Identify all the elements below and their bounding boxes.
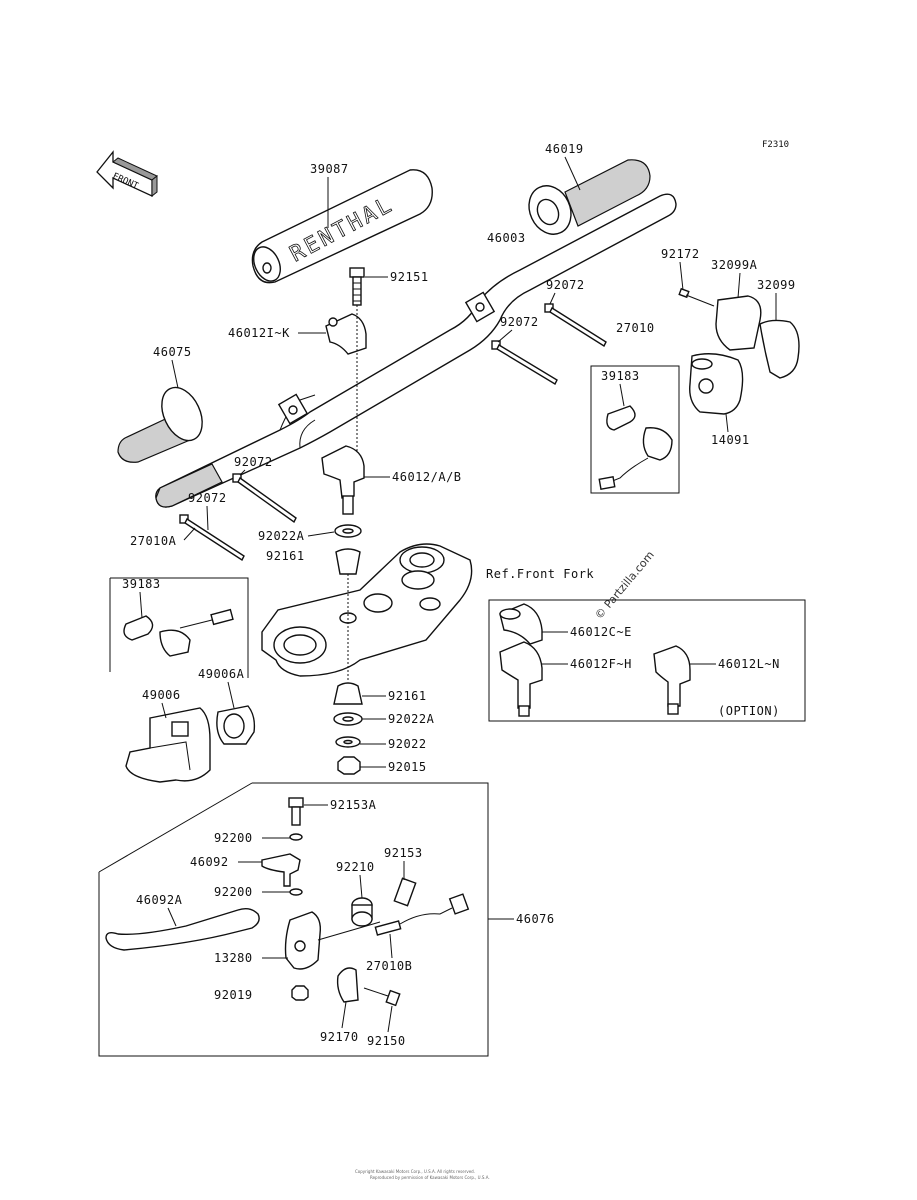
label-92150: 92150: [367, 1034, 406, 1048]
label-39183-upper: 39183: [601, 369, 640, 383]
label-46003: 46003: [487, 231, 526, 245]
label-92022A-upper: 92022A: [258, 529, 305, 543]
label-92172: 92172: [661, 247, 700, 261]
switch-housing: [678, 287, 800, 415]
label-92022: 92022: [388, 737, 427, 751]
label-92161-upper: 92161: [266, 549, 305, 563]
label-27010: 27010: [616, 321, 655, 335]
throttle-grip: [528, 159, 651, 235]
switch-box-upper: [590, 365, 680, 494]
nut-92015: [337, 756, 361, 775]
cable-tie-left-b: [179, 514, 245, 562]
label-92200-upper: 92200: [214, 831, 253, 845]
label-92072-left-b: 92072: [188, 491, 227, 505]
handlebar-pad: RENTHAL: [251, 169, 433, 284]
rubber-92161-lower: [333, 682, 363, 705]
washer-92200-lower: [289, 888, 303, 896]
label-27010B: 27010B: [366, 959, 412, 973]
kill-switch-left: [123, 608, 234, 657]
label-27010A: 27010A: [130, 534, 177, 548]
label-32099A: 32099A: [711, 258, 758, 272]
ref-front-fork: Ref.Front Fork: [486, 567, 594, 581]
bolt-92153A: [288, 797, 304, 826]
throttle-housing-49006: [125, 707, 211, 783]
label-92072-upper: 92072: [546, 278, 585, 292]
label-92022A-lower: 92022A: [388, 712, 435, 726]
label-46076: 46076: [516, 912, 555, 926]
label-92161-lower: 92161: [388, 689, 427, 703]
clamp-46012F-H: [499, 641, 543, 717]
adjuster-92153: [393, 877, 417, 907]
label-39183-left: 39183: [122, 577, 161, 591]
washer-92200-upper: [289, 833, 303, 841]
watermark: © Partzilla.com: [592, 549, 657, 622]
clamp-46012L-N: [653, 645, 691, 715]
label-46019: 46019: [545, 142, 584, 156]
clamp-92170: [336, 967, 359, 1003]
clamp-lower: [321, 445, 365, 515]
cable-tie-mid: [491, 340, 558, 385]
steering-stem: [261, 543, 473, 677]
clutch-box: [98, 782, 489, 1057]
label-14091: 14091: [711, 433, 750, 447]
nut-92019: [291, 985, 309, 1001]
figure-code: F2310: [762, 140, 789, 150]
clutch-switch: [374, 893, 470, 936]
footer-line-2: Reproduced by permission of Kawasaki Mot…: [370, 1175, 490, 1180]
label-92170: 92170: [320, 1030, 359, 1044]
throttle-housing-49006A: [216, 705, 256, 745]
label-46075: 46075: [153, 345, 192, 359]
rubber-92161-upper: [335, 548, 361, 575]
option-box: [488, 599, 806, 722]
switch-box-left: [110, 577, 249, 678]
option-label: (OPTION): [718, 704, 780, 718]
label-13280: 13280: [214, 951, 253, 965]
label-92151: 92151: [390, 270, 429, 284]
left-grip: [117, 386, 203, 463]
cable-tie-left-a: [232, 473, 297, 524]
label-92072-mid: 92072: [500, 315, 539, 329]
label-46012F-H: 46012F~H: [570, 657, 632, 671]
lever-46092: [261, 853, 301, 887]
label-39087: 39087: [310, 162, 349, 176]
clutch-lever: [105, 907, 260, 951]
label-92153A: 92153A: [330, 798, 377, 812]
bolt-92151: [349, 267, 365, 306]
label-49006A: 49006A: [198, 667, 245, 681]
label-32099: 32099: [757, 278, 796, 292]
clamp-46012C-E: [499, 603, 543, 645]
label-92200-lower: 92200: [214, 885, 253, 899]
bolt-92150: [363, 987, 401, 1007]
clamp-top-upper: [325, 313, 367, 355]
sleeve-92210: [351, 897, 373, 927]
label-92153: 92153: [384, 846, 423, 860]
label-46012I-K: 46012I~K: [228, 326, 290, 340]
label-46092: 46092: [190, 855, 229, 869]
label-92210: 92210: [336, 860, 375, 874]
label-92015: 92015: [388, 760, 427, 774]
label-46012C-E: 46012C~E: [570, 625, 632, 639]
label-46012L-N: 46012L~N: [718, 657, 780, 671]
front-arrow-icon: FRONT: [96, 150, 158, 198]
cable-tie-upper: [544, 303, 607, 348]
label-92019: 92019: [214, 988, 253, 1002]
lever-perch: [284, 911, 381, 970]
kill-switch-upper: [598, 405, 673, 490]
handlebar: [155, 193, 677, 508]
label-46012AB: 46012/A/B: [392, 470, 462, 484]
label-49006: 49006: [142, 688, 181, 702]
label-46092A: 46092A: [136, 893, 183, 907]
footer-line-1: Copyright Kawasaki Motors Corp., U.S.A. …: [355, 1169, 475, 1174]
label-92072-left-a: 92072: [234, 455, 273, 469]
